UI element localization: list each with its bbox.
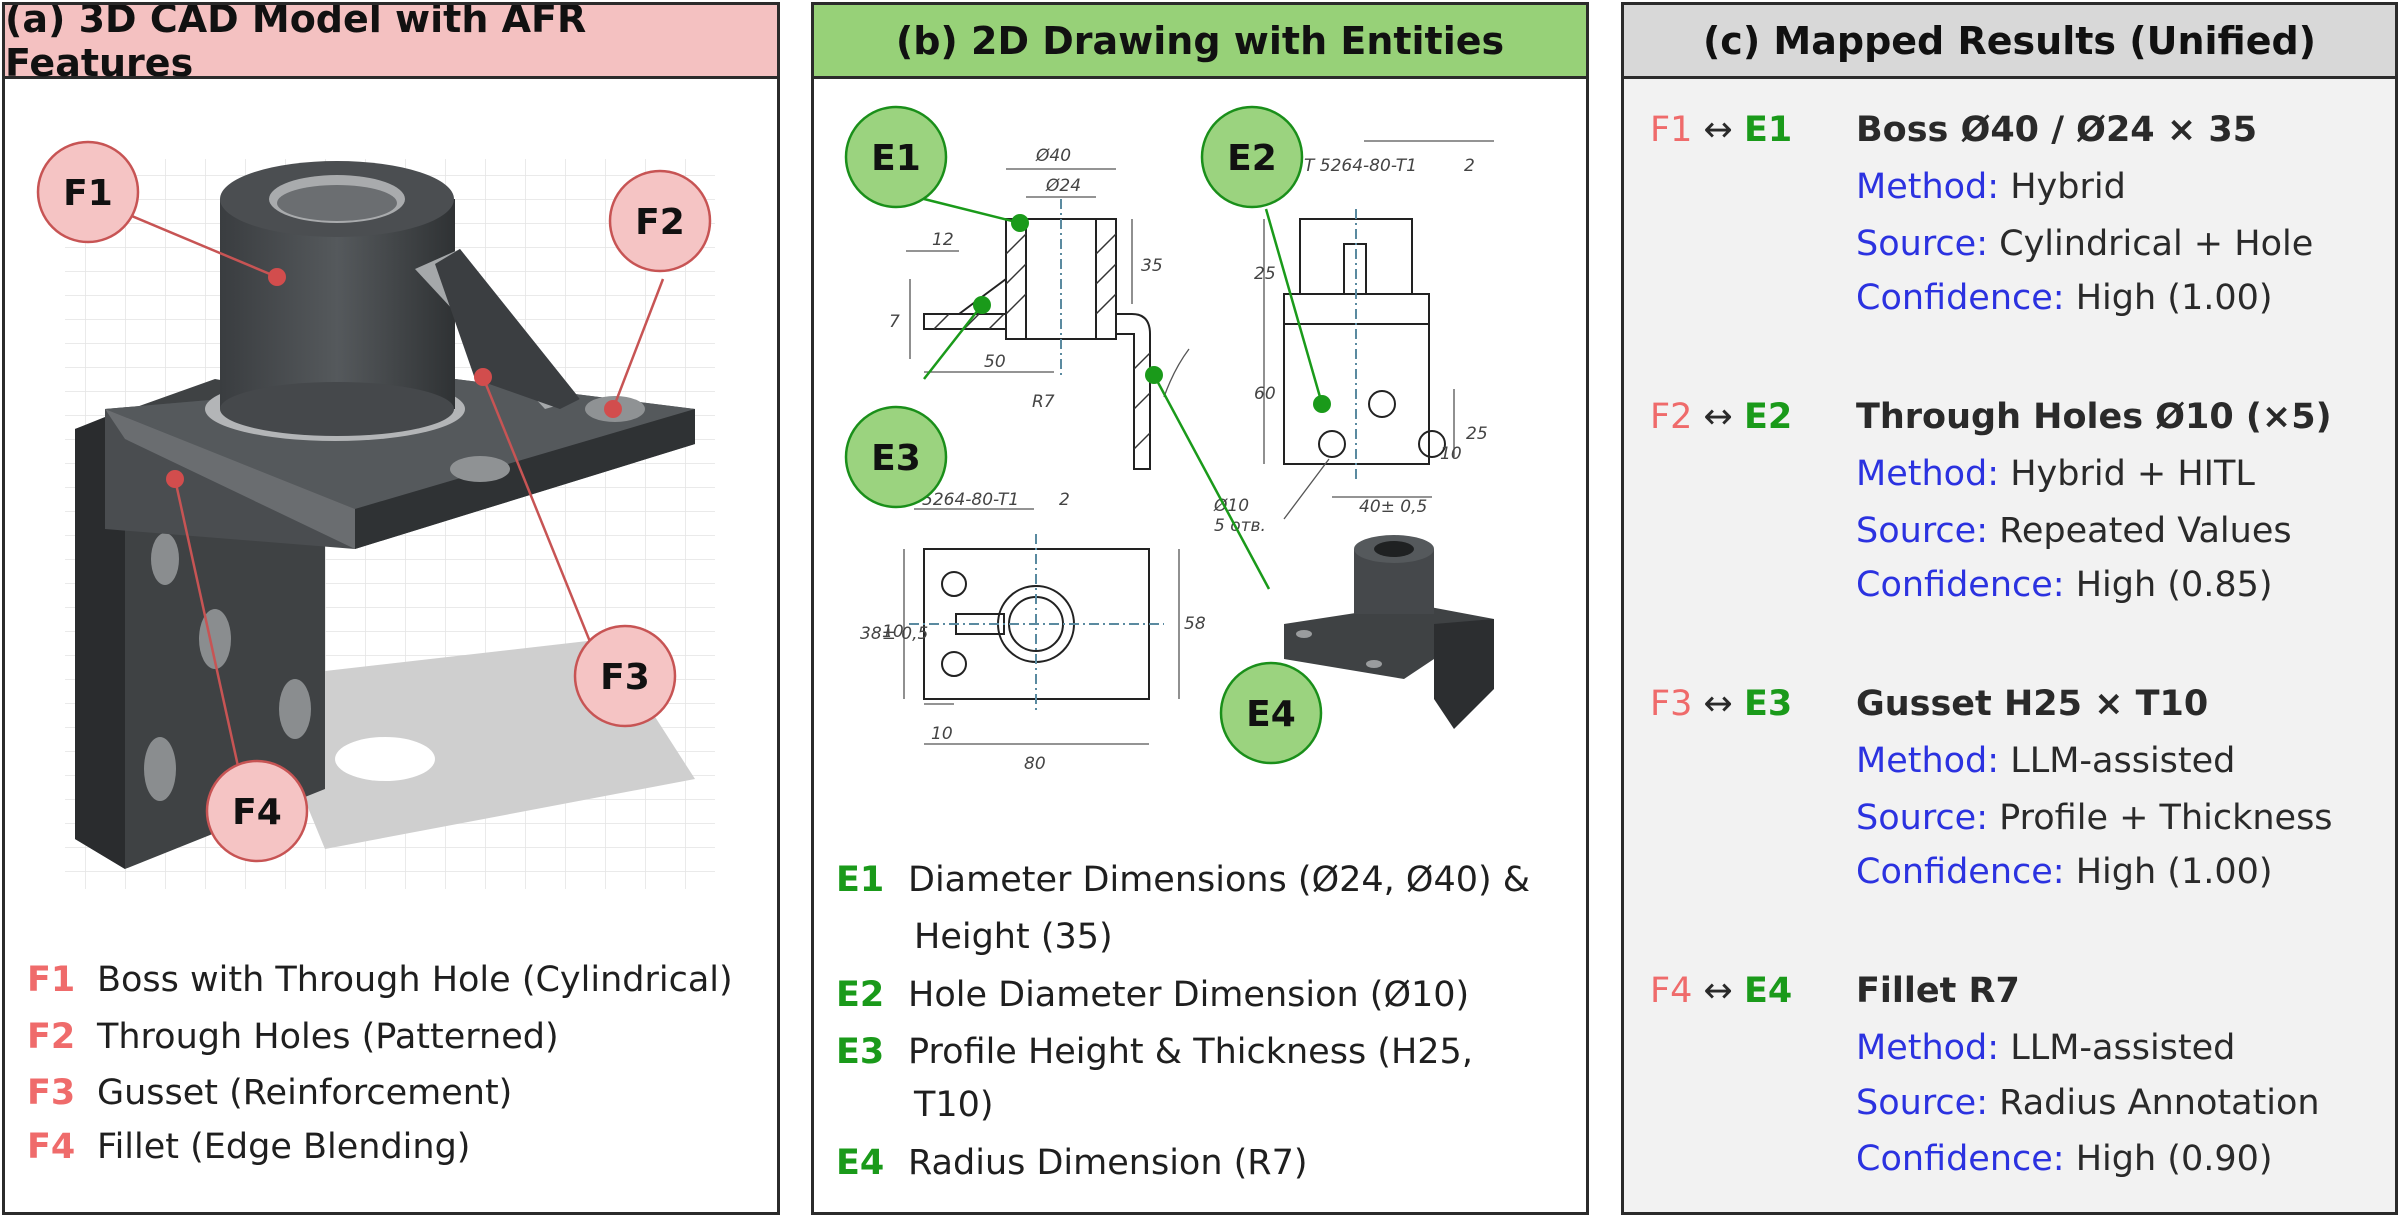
- mapping-1-method: Method: Hybrid: [1856, 167, 2126, 207]
- dim-25: 25: [1254, 264, 1276, 284]
- dim-80: 80: [1024, 754, 1046, 774]
- e3-marker: [973, 296, 991, 314]
- dim-25b: 25: [1466, 424, 1488, 444]
- dim-58: 58: [1184, 614, 1206, 634]
- mapping-3-header: F3 ↔ E3: [1650, 684, 1793, 724]
- callout-f1-label: F1: [63, 173, 113, 214]
- mapping-2-confidence: Confidence: High (0.85): [1856, 565, 2273, 605]
- e1-marker: [1011, 214, 1029, 232]
- callout-e4-label: E4: [1246, 694, 1296, 735]
- panel-3d-model: (a) 3D CAD Model with AFR Features: [2, 2, 780, 1215]
- mapping-3-name: Gusset H25 × T10: [1856, 684, 2209, 724]
- dim-7: 7: [889, 312, 900, 332]
- flange-hole-3: [279, 679, 311, 739]
- f2-marker: [604, 400, 622, 418]
- dim-35: 35: [1141, 256, 1163, 276]
- panel-a-title: (a) 3D CAD Model with AFR Features: [5, 5, 777, 85]
- dim-40-tol: 40± 0,5: [1359, 497, 1427, 517]
- mapping-2-method: Method: Hybrid + HITL: [1856, 454, 2255, 494]
- callout-e4: [1219, 661, 1323, 765]
- callout-e1-label: E1: [871, 138, 921, 179]
- technical-drawing: Ø40 Ø24 12 35 7 50 R7 T 5264-80-T1 2 2 5 …: [844, 105, 1494, 774]
- f3-marker: [474, 368, 492, 386]
- drawing-lines: [909, 199, 1446, 714]
- legend-row-e1-cont: Height (35): [914, 917, 1113, 957]
- dim-10c: 10: [931, 724, 953, 744]
- dim-10a: 10: [1440, 444, 1462, 464]
- dim-50: 50: [984, 352, 1006, 372]
- panel-2d-drawing: (b) 2D Drawing with Entities: [811, 2, 1589, 1215]
- dim-10b: 10: [882, 622, 904, 642]
- mapping-4-method: Method: LLM-assisted: [1856, 1028, 2236, 1068]
- e2-marker: [1313, 395, 1331, 413]
- e4-marker: [1145, 366, 1163, 384]
- mapping-4-name: Fillet R7: [1856, 971, 2020, 1011]
- dim-38-tol: 38± 0,5: [860, 624, 928, 644]
- spec-top-num: 2: [1464, 156, 1475, 176]
- plate-hole-2: [450, 456, 510, 482]
- mapping-3-source: Source: Profile + Thickness: [1856, 798, 2333, 838]
- mapping-2-name: Through Holes Ø10 (×5): [1856, 397, 2332, 437]
- gusset: [435, 249, 580, 409]
- spec-bottom: 5264-80-T1: [922, 490, 1019, 510]
- mapping-1-name: Boss Ø40 / Ø24 × 35: [1856, 110, 2258, 150]
- iso-thumbnail: [1284, 535, 1494, 729]
- callout-f2: [608, 169, 712, 273]
- mapping-2-source: Source: Repeated Values: [1856, 511, 2292, 551]
- dim-d10-hole: Ø10: [1213, 496, 1249, 516]
- callout-e2: [1200, 105, 1304, 209]
- mapping-4-source: Source: Radius Annotation: [1856, 1083, 2320, 1123]
- f4-marker: [166, 470, 184, 488]
- callout-e1: [844, 105, 948, 209]
- mapping-4-confidence: Confidence: High (0.90): [1856, 1139, 2273, 1179]
- cad-model-figure: F1 F2 F3 F4: [36, 140, 715, 889]
- shadow-hole: [335, 737, 435, 781]
- dim-60: 60: [1254, 384, 1276, 404]
- panel-c-title: (c) Mapped Results (Unified): [1624, 5, 2395, 79]
- callout-f3: [573, 624, 677, 728]
- holes-note: 5 отв.: [1214, 516, 1266, 536]
- callout-e3-label: E3: [871, 438, 921, 479]
- mapping-1-source: Source: Cylindrical + Hole: [1856, 224, 2314, 264]
- legend-row-e3-cont: T10): [914, 1085, 994, 1125]
- mapping-2-header: F2 ↔ E2: [1650, 397, 1793, 437]
- callout-f4: [205, 759, 309, 863]
- callout-e2-label: E2: [1227, 138, 1277, 179]
- callout-f2-label: F2: [635, 202, 685, 243]
- f1-marker: [268, 268, 286, 286]
- callout-f4-label: F4: [232, 792, 282, 833]
- mapping-4-header: F4 ↔ E4: [1650, 971, 1793, 1011]
- mapping-1-header: F1 ↔ E1: [1650, 110, 1793, 150]
- panel-b-title: (b) 2D Drawing with Entities: [814, 5, 1586, 79]
- callout-f1: [36, 140, 140, 244]
- callout-e3: [844, 405, 948, 509]
- spec-top: T 5264-80-T1: [1304, 156, 1417, 176]
- panel-mapped-results: (c) Mapped Results (Unified) F1 ↔ E1 Bos…: [1621, 2, 2398, 1215]
- dim-d40: Ø40: [1035, 146, 1071, 166]
- mapping-1-confidence: Confidence: High (1.00): [1856, 278, 2273, 318]
- dim-r7: R7: [1032, 392, 1055, 412]
- dim-12: 12: [932, 230, 954, 250]
- callout-f3-label: F3: [600, 657, 650, 698]
- mapping-3-method: Method: LLM-assisted: [1856, 741, 2236, 781]
- spec-bottom-num: 2: [1059, 490, 1070, 510]
- flange-hole-1: [144, 737, 176, 801]
- dim-d24: Ø24: [1045, 176, 1081, 196]
- mapping-3-confidence: Confidence: High (1.00): [1856, 852, 2273, 892]
